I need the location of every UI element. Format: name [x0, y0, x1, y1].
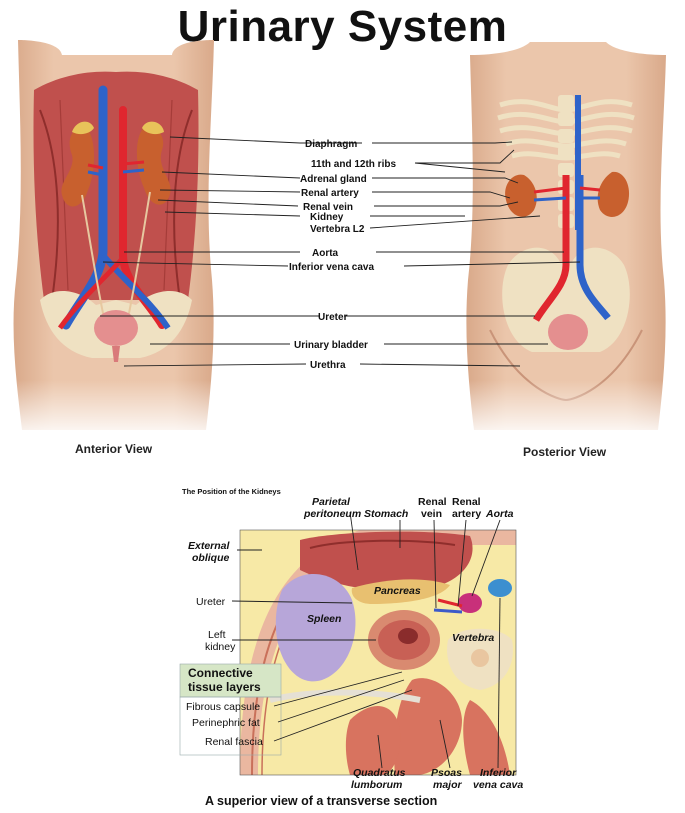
- label-renal-fascia: Renal fascia: [205, 736, 263, 748]
- posterior-figure: [455, 42, 685, 440]
- label-sec-aorta: Aorta: [485, 508, 514, 520]
- label-psoas-2: major: [433, 779, 463, 791]
- aorta-section: [458, 593, 482, 613]
- label-spleen: Spleen: [307, 613, 341, 625]
- kidney-right-posterior: [597, 171, 630, 217]
- section-heading: The Position of the Kidneys: [182, 487, 281, 496]
- label-parietal-2: peritoneum: [303, 508, 361, 520]
- psoas-section: [394, 678, 462, 775]
- label-kidney: Kidney: [310, 212, 344, 223]
- label-bladder: Urinary bladder: [294, 340, 368, 351]
- label-aorta: Aorta: [312, 248, 339, 259]
- section-labels: Parietal peritoneum Stomach Renal vein R…: [186, 496, 523, 791]
- label-sec-ivc-2: vena cava: [473, 779, 523, 791]
- section-leaders: [231, 511, 501, 769]
- label-quadratus-2: lumborum: [351, 779, 402, 791]
- anatomy-labels: Diaphragm 11th and 12th ribs Adrenal gla…: [289, 139, 396, 371]
- adrenal-right-anterior: [142, 121, 164, 135]
- label-connective-2: tissue layers: [188, 680, 261, 694]
- label-renal-vein-2: vein: [421, 508, 442, 520]
- transverse-section: [239, 529, 517, 776]
- label-quadratus-1: Quadratus: [353, 767, 406, 779]
- quadratus-section: [345, 706, 401, 775]
- label-sec-ivc-1: Inferior: [480, 767, 517, 779]
- connective-box: [179, 663, 282, 698]
- section-caption: A superior view of a transverse section: [205, 794, 437, 808]
- label-vertebra-l2: Vertebra L2: [310, 224, 365, 235]
- page-title: Urinary System: [177, 2, 508, 51]
- label-fibrous: Fibrous capsule: [186, 701, 260, 713]
- label-ureter: Ureter: [318, 312, 348, 323]
- label-perinephric: Perinephric fat: [192, 717, 260, 729]
- label-diaphragm: Diaphragm: [305, 139, 357, 150]
- pancreas-shape: [351, 579, 450, 604]
- label-sec-vertebra: Vertebra: [452, 632, 494, 644]
- label-renal-vein: Renal vein: [303, 202, 353, 213]
- posterior-view-label: Posterior View: [523, 445, 607, 459]
- label-left-kidney-1: Left: [208, 629, 226, 641]
- kidney-right-anterior: [136, 127, 171, 205]
- spine-posterior: [558, 95, 574, 228]
- aorta-posterior: [532, 175, 570, 322]
- label-connective-1: Connective: [188, 666, 253, 680]
- kidney-left-anterior: [61, 127, 94, 207]
- label-external-1: External: [188, 540, 231, 552]
- bladder-posterior: [548, 314, 588, 350]
- label-ivc: Inferior vena cava: [289, 262, 374, 273]
- anterior-view-label: Anterior View: [75, 442, 153, 456]
- label-left-kidney-2: kidney: [205, 641, 236, 653]
- label-stomach: Stomach: [364, 508, 408, 520]
- ureter-anterior: [81, 191, 151, 319]
- bladder-anterior: [94, 310, 138, 346]
- label-renal-artery-1: Renal: [452, 496, 481, 508]
- ivc-posterior: [576, 175, 611, 321]
- label-renal-vein-1: Renal: [418, 496, 447, 508]
- label-external-2: oblique: [192, 552, 229, 564]
- label-adrenal: Adrenal gland: [300, 174, 367, 185]
- adrenal-left-anterior: [72, 121, 94, 135]
- label-psoas-1: Psoas: [431, 767, 462, 779]
- label-sec-ureter: Ureter: [196, 596, 226, 608]
- anterior-figure: [0, 40, 230, 440]
- pelvis-posterior: [502, 247, 630, 352]
- label-pancreas: Pancreas: [374, 585, 421, 597]
- label-ribs: 11th and 12th ribs: [311, 159, 396, 170]
- label-urethra: Urethra: [310, 360, 346, 371]
- spleen-shape: [275, 573, 356, 682]
- label-renal-artery: Renal artery: [301, 188, 359, 199]
- label-parietal-1: Parietal: [312, 496, 351, 508]
- label-renal-artery-2: artery: [452, 508, 481, 520]
- kidney-left-posterior: [505, 174, 537, 217]
- label-leaders: [100, 136, 581, 367]
- ivc-section: [488, 579, 512, 597]
